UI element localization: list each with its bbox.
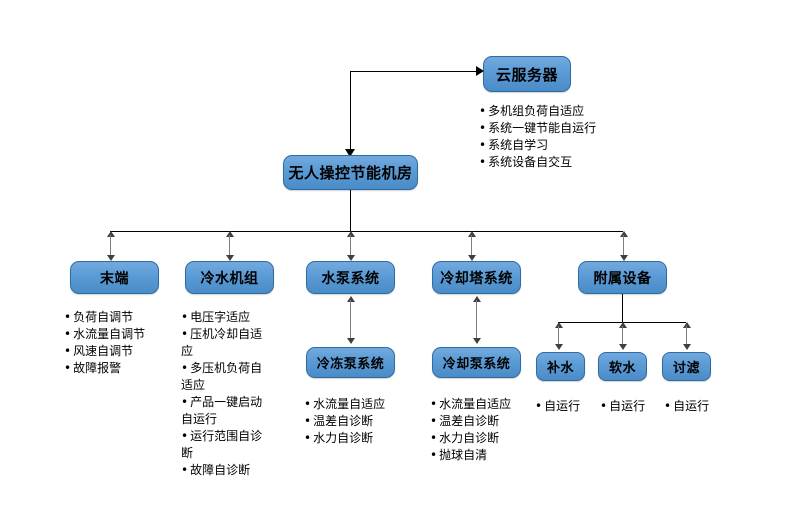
- node-branch-auxiliary-equipment[interactable]: 附属设备: [578, 261, 667, 294]
- bullet-item: 水流量自调节: [64, 326, 174, 343]
- connector-main-to-cloud-vertical: [350, 71, 351, 151]
- arrow-tower-to-cooling-pump: [470, 296, 483, 344]
- bullet-item: 自运行: [664, 398, 724, 415]
- bullet-item: 系统一键节能自运行: [479, 120, 629, 137]
- connector-main-to-cloud-horizontal: [350, 71, 477, 72]
- arrow-aux-to-filter: [680, 322, 693, 350]
- bullets-branch-chiller: 电压字适应 压机冷却自适应 多压机负荷自适应 产品一键启动自运行 运行范围自诊断…: [181, 309, 267, 479]
- node-branch-chiller[interactable]: 冷水机组: [185, 261, 274, 294]
- bullet-item: 系统设备自交互: [479, 154, 629, 171]
- arrow-bus-to-cooling-tower: [465, 231, 478, 261]
- bullets-branch-terminal: 负荷自调节 水流量自调节 风速自调节 故障报警: [64, 309, 174, 377]
- bullet-item: 系统自学习: [479, 137, 629, 154]
- bullet-item: 多机组负荷自适应: [479, 103, 629, 120]
- bullet-item: 压机冷却自适应: [181, 326, 267, 360]
- node-makeup-water[interactable]: 补水: [536, 352, 585, 381]
- connector-bus-horizontal: [110, 231, 623, 232]
- node-main-unmanned-room[interactable]: 无人操控节能机房: [283, 155, 418, 190]
- bullets-cooling-water-pump-system: 水流量自适应 温差自诊断 水力自诊断 抛球自清: [430, 396, 545, 464]
- bullet-item: 多压机负荷自适应: [181, 360, 267, 394]
- bullets-filter: 自运行: [664, 398, 724, 415]
- arrowhead-to-cloud-icon: [476, 66, 484, 76]
- bullets-makeup-water: 自运行: [535, 398, 595, 415]
- bullet-item: 水力自诊断: [430, 430, 545, 447]
- arrow-pump-to-chilled-pump: [344, 296, 357, 344]
- bullet-item: 自运行: [600, 398, 660, 415]
- node-filter[interactable]: 讨滤: [662, 352, 711, 381]
- bullet-item: 温差自诊断: [304, 413, 414, 430]
- node-branch-terminal[interactable]: 末端: [70, 261, 159, 294]
- bullet-item: 风速自调节: [64, 343, 174, 360]
- node-branch-pump-system[interactable]: 水泵系统: [306, 261, 395, 294]
- bullet-item: 故障自诊断: [181, 462, 267, 479]
- arrow-bus-to-terminal: [104, 231, 117, 261]
- node-cooling-water-pump-system[interactable]: 冷却泵系统: [432, 347, 521, 378]
- bullet-item: 运行范围自诊断: [181, 428, 267, 462]
- connector-auxiliary-to-subbus: [622, 294, 623, 322]
- bullet-item: 水流量自适应: [430, 396, 545, 413]
- arrow-bus-to-auxiliary: [617, 231, 630, 261]
- arrow-bus-to-pump: [344, 231, 357, 261]
- arrow-aux-to-makeup-water: [552, 322, 565, 350]
- bullet-item: 温差自诊断: [430, 413, 545, 430]
- node-branch-cooling-tower-system[interactable]: 冷却塔系统: [432, 261, 521, 294]
- connector-main-to-bus: [350, 190, 351, 231]
- bullet-item: 电压字适应: [181, 309, 267, 326]
- bullets-soft-water: 自运行: [600, 398, 660, 415]
- bullet-item: 负荷自调节: [64, 309, 174, 326]
- arrowhead-to-main-icon: [345, 149, 355, 157]
- node-chilled-water-pump-system[interactable]: 冷冻泵系统: [306, 347, 395, 378]
- bullet-item: 水流量自适应: [304, 396, 414, 413]
- bullet-item: 水力自诊断: [304, 430, 414, 447]
- bullet-item: 故障报警: [64, 360, 174, 377]
- node-soft-water[interactable]: 软水: [598, 352, 647, 381]
- bullets-chilled-water-pump-system: 水流量自适应 温差自诊断 水力自诊断: [304, 396, 414, 447]
- arrow-aux-to-soft-water: [616, 322, 629, 350]
- bullet-item: 抛球自清: [430, 447, 545, 464]
- bullet-item: 自运行: [535, 398, 595, 415]
- bullets-cloud-server: 多机组负荷自适应 系统一键节能自运行 系统自学习 系统设备自交互: [479, 103, 629, 171]
- node-cloud-server[interactable]: 云服务器: [483, 56, 571, 92]
- bullet-item: 产品一键启动自运行: [181, 394, 267, 428]
- arrow-bus-to-chiller: [223, 231, 236, 261]
